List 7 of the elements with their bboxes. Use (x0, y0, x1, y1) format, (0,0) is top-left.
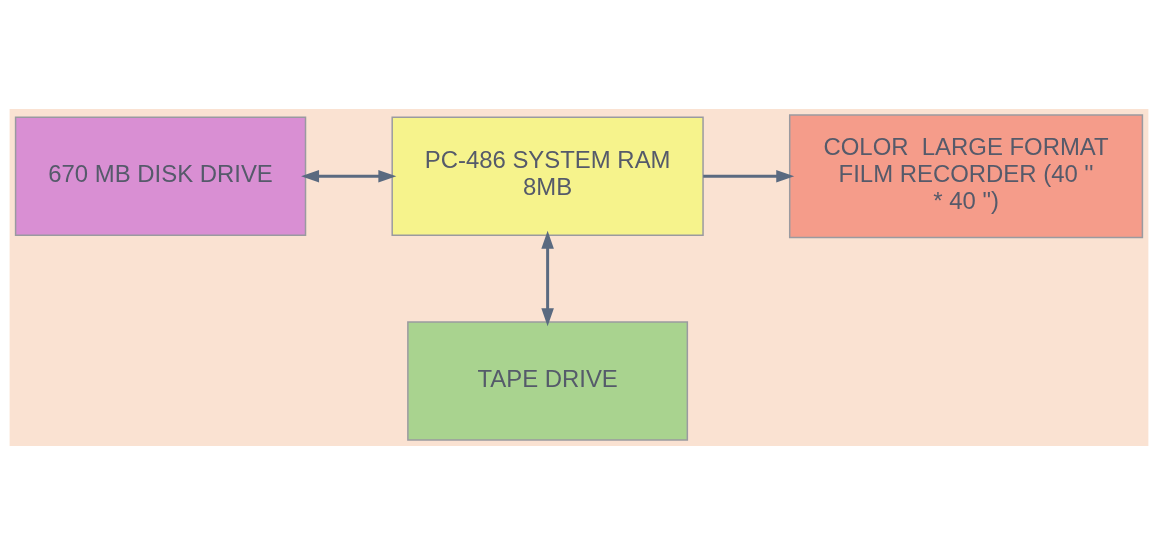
node-box: 670 MB DISK DRIVE (14, 115, 307, 236)
arrow (703, 169, 795, 183)
node-box: TAPE DRIVE (407, 320, 689, 441)
node-box: PC-486 SYSTEM RAM 8MB (391, 115, 704, 236)
arrow (541, 230, 554, 326)
node-box: COLOR LARGE FORMAT FILM RECORDER (40 '' * 40 ") (788, 113, 1144, 238)
arrow (301, 169, 397, 183)
